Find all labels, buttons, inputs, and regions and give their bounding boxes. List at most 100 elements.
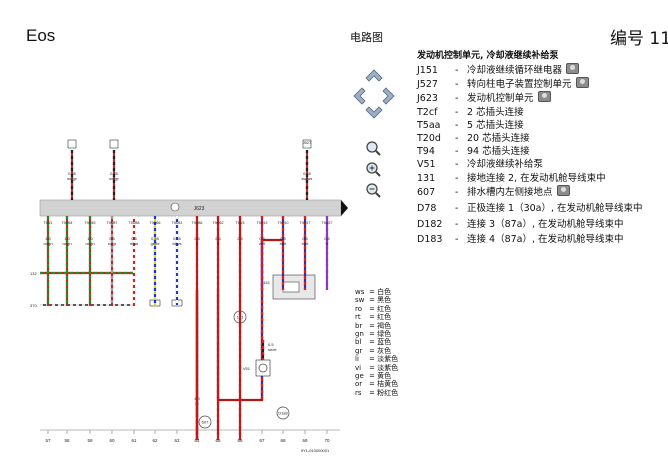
legend-desc: 94 芯插头连接 <box>467 146 530 157</box>
pan-left-button[interactable] <box>353 87 366 105</box>
connector-pin: T94/3 <box>236 221 245 225</box>
relay-coil <box>282 281 300 293</box>
zoom-search-icon[interactable] <box>366 141 381 156</box>
wire-gauge: 0.5 <box>280 236 286 241</box>
wire-gauge: 0.5 <box>324 236 330 241</box>
legend-code: T94 <box>417 146 435 157</box>
legend-dash: - <box>455 173 459 184</box>
bottom-number: 69 <box>302 438 308 443</box>
legend-code: T20d <box>417 133 441 144</box>
legend-dash: - <box>455 203 459 214</box>
ecu-label: J623 <box>194 206 205 212</box>
camera-icon[interactable] <box>556 185 570 196</box>
color-key-item: br = 褐色 <box>355 321 391 331</box>
bottom-number: 63 <box>174 438 180 443</box>
color-code: li <box>355 355 359 364</box>
v51-wire-gauge: 0.5 <box>268 342 274 347</box>
color-name: = 桔黄色 <box>369 380 399 389</box>
color-code: vi <box>355 363 362 372</box>
wire-gauge: 0.35 <box>151 236 160 241</box>
bottom-number: 68 <box>280 438 286 443</box>
bottom-number: 61 <box>131 438 137 443</box>
wire-color: ro/gr <box>108 241 117 246</box>
top-feed-box <box>302 139 312 149</box>
legend-dash: - <box>455 159 459 170</box>
legend-code: T2cf <box>417 107 438 118</box>
wire-color: rt <box>239 241 242 246</box>
wire-gauge: 1.0 <box>87 236 93 241</box>
legend-dash: - <box>455 219 459 230</box>
top-feed-gauge: 0.35 <box>68 171 77 176</box>
ecu-bar <box>39 199 342 217</box>
color-code: br <box>355 321 363 330</box>
top-feed-color: sw/gr <box>109 176 119 181</box>
legend-dash: - <box>455 79 459 90</box>
wire-color: ro/gn <box>43 241 52 246</box>
legend-item: D183-连接 4（87a）, 在发动机舱导线束中 <box>417 231 624 245</box>
legend-desc: 转向柱电子装置控制单元 <box>467 79 572 90</box>
wire-color: bl/rt <box>302 241 310 246</box>
color-name: = 褐色 <box>369 321 392 330</box>
color-name: = 蓝色 <box>369 338 392 347</box>
legend-desc: 冷却液继续补给泵 <box>467 159 544 170</box>
v51-motor-icon <box>258 363 268 373</box>
connector-pin: T94/87 <box>107 221 118 225</box>
legend-desc: 接地连接 2, 在发动机舱导线束中 <box>467 173 606 184</box>
connector-pin: T94/62 <box>213 221 224 225</box>
connector-pin: T94/10 <box>278 221 289 225</box>
j527-label: J527 <box>303 140 312 145</box>
wire-color: ge/bl <box>151 241 160 246</box>
zoom-out-icon[interactable] <box>366 183 381 198</box>
color-key-item: sw= 黑色 <box>355 295 391 305</box>
v51-wire-color: sw/rt <box>268 347 277 352</box>
v51-label: V51 <box>243 366 251 371</box>
color-name: = 红色 <box>369 313 392 322</box>
diagram-number: 编号 11 <box>610 29 668 49</box>
pan-down-button[interactable] <box>365 106 383 119</box>
connector-pin: T94/64 <box>62 221 73 225</box>
legend-item: 607-排水槽内左侧接地点 <box>417 184 570 198</box>
color-name: = 淡紫色 <box>369 355 399 364</box>
color-name: = 绿色 <box>369 330 392 338</box>
legend-item: T5aa-5 芯插头连接 <box>417 117 524 131</box>
legend-desc: 排水槽内左侧接地点 <box>467 187 553 198</box>
legend-desc: 连接 3（87a）, 在发动机舱导线束中 <box>467 219 624 230</box>
ecu-arrow-icon <box>341 200 348 216</box>
wire-color: vi/rt <box>259 241 266 246</box>
wire-gauge: 1.0 <box>64 236 70 241</box>
legend-item: J151-冷却液继续循环继电器 <box>417 62 580 76</box>
bottom-number: 66 <box>237 438 243 443</box>
zoom-in-icon[interactable] <box>366 162 381 177</box>
document-title: 电路图 <box>350 31 383 44</box>
bottom-number: 59 <box>87 438 93 443</box>
legend-desc: 2 芯插头连接 <box>467 107 524 118</box>
side-label: 370 <box>30 303 37 308</box>
camera-icon[interactable] <box>575 77 589 88</box>
pan-right-button[interactable] <box>382 87 395 105</box>
legend-code: 131 <box>417 173 436 184</box>
legend-dash: - <box>455 146 459 157</box>
legend-item: T20d-20 芯插头连接 <box>417 130 530 144</box>
connector-pin: T94/86 <box>192 221 203 225</box>
side-label: 132 <box>30 271 37 276</box>
ground-point <box>276 406 290 420</box>
color-key-item: rs= 粉红色 <box>355 388 398 398</box>
wire-color: vi <box>326 241 329 246</box>
camera-icon[interactable] <box>566 63 580 74</box>
legend-item: J527-转向柱电子装置控制单元 <box>417 76 589 90</box>
wire-gauge: 0.5 <box>109 236 115 241</box>
legend-code: J151 <box>417 65 438 76</box>
bottom-number: 62 <box>152 438 158 443</box>
legend-code: D183 <box>417 234 443 245</box>
color-code: gn <box>355 330 364 338</box>
top-feed-gauge: 0.35 <box>110 171 119 176</box>
color-name: = 红色 <box>369 304 392 313</box>
color-name: = 淡紫色 <box>369 363 399 372</box>
legend-item: T2cf-2 芯插头连接 <box>417 104 524 118</box>
legend-dash: - <box>455 93 459 104</box>
pan-up-button[interactable] <box>365 69 383 82</box>
wire-color: ro/gn <box>85 241 94 246</box>
wire-color: bl/rt <box>280 241 288 246</box>
camera-icon[interactable] <box>537 91 551 102</box>
